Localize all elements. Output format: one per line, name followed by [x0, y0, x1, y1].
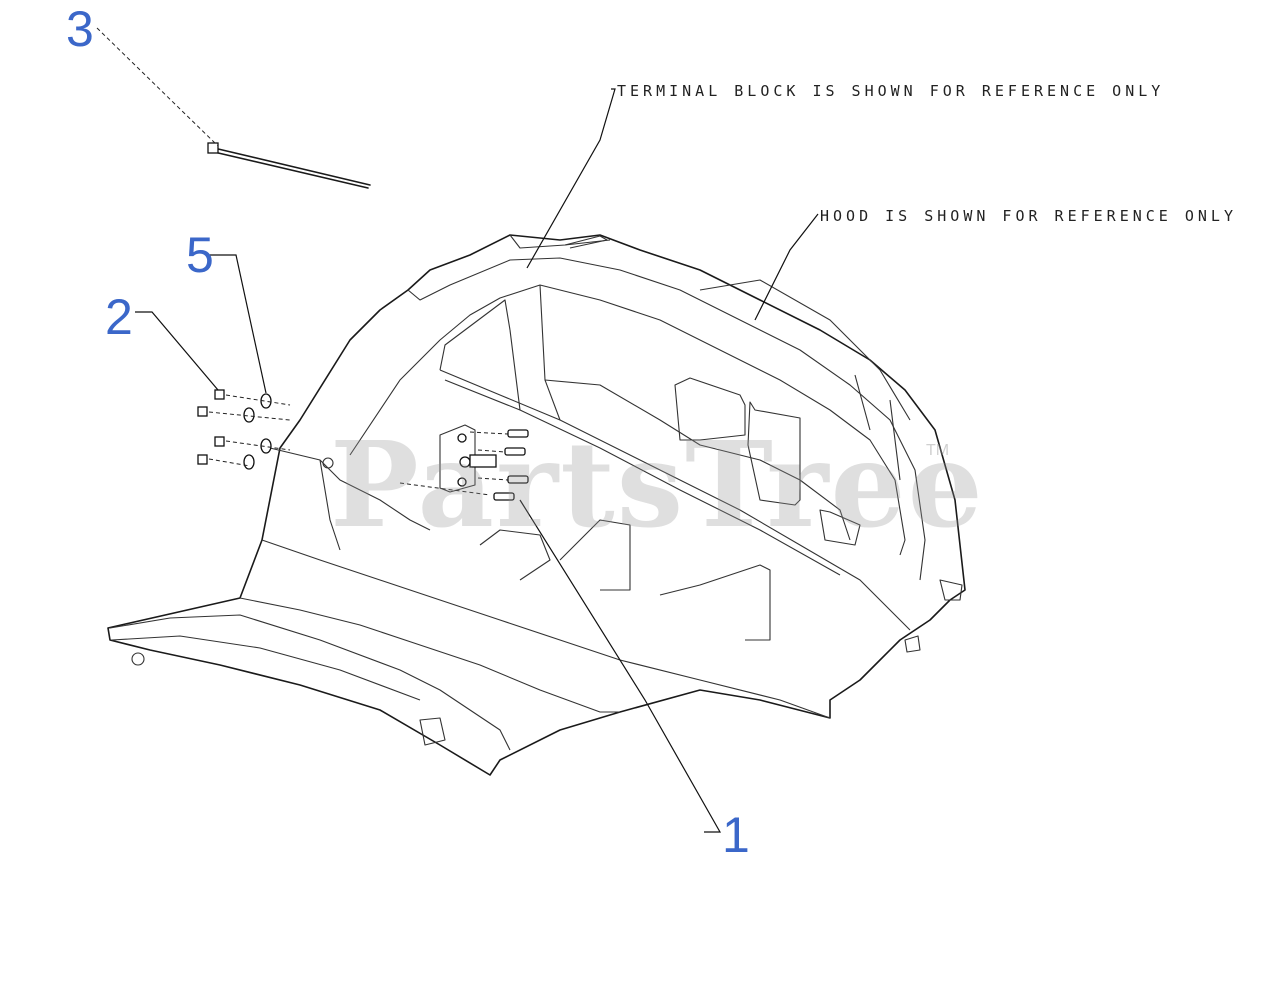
callout-1[interactable]: 1	[722, 807, 750, 863]
watermark-trademark: TM	[926, 442, 950, 459]
watermark: PartsTree	[330, 415, 985, 554]
callout-2[interactable]: 2	[105, 289, 133, 345]
callout-3[interactable]: 3	[66, 1, 94, 57]
screws-item-1	[399, 429, 529, 501]
callout-5[interactable]: 5	[186, 227, 214, 283]
terminal-block	[439, 424, 497, 493]
cable-tie-item-3	[207, 142, 371, 189]
hood-note: HOOD IS SHOWN FOR REFERENCE ONLY	[820, 207, 1237, 225]
nuts-item-2	[197, 389, 225, 465]
hardware-axis-lines	[208, 394, 291, 467]
hood-drawing	[107, 234, 966, 776]
callout-leaders	[96, 27, 819, 833]
washers-item-5	[243, 393, 272, 470]
terminal-block-note: TERMINAL BLOCK IS SHOWN FOR REFERENCE ON…	[617, 82, 1165, 100]
